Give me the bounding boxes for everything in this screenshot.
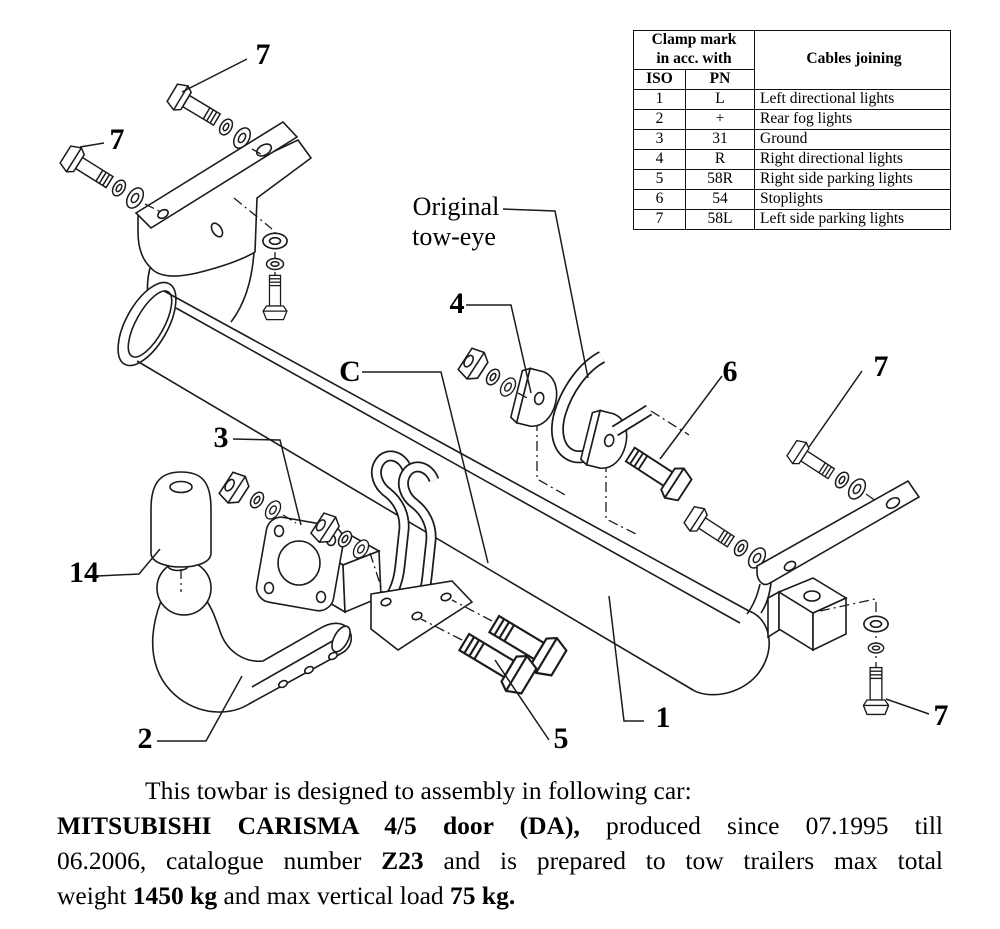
right-bracket-bottom-bolt [819, 598, 890, 716]
description-line-1: This towbar is designed to assembly in f… [57, 773, 943, 808]
part-label-2: 2 [138, 722, 153, 755]
tow-ball-assembly [151, 560, 353, 713]
part-label-7-top-left: 7 [256, 38, 271, 71]
cables-cell: Right directional lights [754, 148, 951, 170]
bolts-5 [420, 599, 571, 700]
cables-cell: Right side parking lights [754, 168, 951, 190]
pn-cell: 54 [685, 188, 755, 210]
part-label-4: 4 [450, 287, 465, 320]
clamp-plates [455, 344, 690, 474]
pn-cell: 31 [685, 128, 755, 150]
iso-cell: 5 [633, 168, 686, 190]
part-label-1: 1 [656, 701, 671, 734]
part-labels: 7 7 7 7 6 4 C 3 14 2 5 1 Original tow-ey… [69, 38, 949, 755]
pn-cell: 58R [685, 168, 755, 190]
clamp-mark-header-line1: Clamp mark [651, 31, 737, 48]
cables-cell: Stoplights [754, 188, 951, 210]
catalogue-number-bold: Z23 [381, 846, 424, 875]
iso-cell: 2 [633, 108, 686, 130]
cables-cell: Left side parking lights [754, 208, 951, 230]
cables-cell: Rear fog lights [754, 108, 951, 130]
tow-eye-annotation-line1: Original [413, 192, 500, 221]
bolt-6 [619, 438, 696, 506]
ball-cover-cap [150, 471, 212, 568]
max-weight-bold: 1450 kg [132, 881, 218, 910]
description-line-2: MITSUBISHI CARISMA 4/5 door (DA), produc… [57, 808, 943, 843]
part-label-C: C [339, 355, 361, 388]
table-row: 7 58L Left side parking lights [633, 208, 951, 230]
part-label-7-left: 7 [110, 123, 125, 156]
table-header-row-1: Clamp mark in acc. with Cables joining [633, 30, 951, 90]
iso-cell: 7 [633, 208, 686, 230]
description-segment: and is prepared to tow trailers max tota… [423, 846, 944, 875]
iso-cell: 3 [633, 128, 686, 150]
iso-cell: 6 [633, 188, 686, 210]
iso-cell: 1 [633, 88, 686, 110]
part-label-14: 14 [69, 556, 99, 589]
description-segment: produced since 07.1995 till [579, 811, 943, 840]
car-model-bold: MITSUBISHI CARISMA 4/5 door (DA), [57, 811, 580, 840]
description-segment: weight [57, 881, 133, 910]
part-label-7-right: 7 [874, 350, 889, 383]
clamp-mark-header-line2: in acc. with [656, 49, 732, 67]
c-bracket [370, 456, 474, 651]
pn-cell: R [685, 148, 755, 170]
part-label-3: 3 [214, 421, 229, 454]
right-bracket-top-bolt [784, 436, 877, 503]
max-load-bold: 75 kg. [450, 881, 516, 910]
part-label-5: 5 [554, 722, 569, 755]
description-segment: This towbar is designed to assembly in f… [145, 776, 692, 805]
pn-cell: 58L [685, 208, 755, 230]
leader-lines [79, 58, 930, 742]
table-row: 2 + Rear fog lights [633, 108, 951, 130]
description-text: This towbar is designed to assembly in f… [57, 773, 943, 913]
left-mounting-bracket [134, 120, 313, 323]
clamp-mark-header: Clamp mark in acc. with [633, 30, 755, 70]
cables-cell: Ground [754, 128, 951, 150]
flange-plate-assembly [216, 468, 385, 614]
pn-header: PN [685, 68, 755, 90]
cables-joining-table: Clamp mark in acc. with Cables joining I… [633, 30, 951, 230]
table-row: 4 R Right directional lights [633, 148, 951, 170]
description-line-3: 06.2006, catalogue number Z23 and is pre… [57, 843, 943, 878]
description-line-4: weight 1450 kg and max vertical load 75 … [57, 878, 943, 913]
description-segment: and max vertical load [217, 881, 451, 910]
table-row: 5 58R Right side parking lights [633, 168, 951, 190]
iso-cell: 4 [633, 148, 686, 170]
left-bracket-bolts [57, 80, 288, 321]
cables-cell: Left directional lights [754, 88, 951, 110]
clamp-axis-left [536, 401, 568, 497]
cross-beam [117, 281, 770, 696]
right-mounting-bracket [746, 479, 921, 652]
pn-cell: + [685, 108, 755, 130]
part-label-7-bottom: 7 [934, 699, 949, 732]
part-label-6: 6 [723, 355, 738, 388]
table-row: 1 L Left directional lights [633, 88, 951, 110]
iso-header: ISO [633, 68, 686, 90]
table-row: 3 31 Ground [633, 128, 951, 150]
description-segment: 06.2006, catalogue number [57, 846, 382, 875]
tow-eye-annotation-line2: tow-eye [412, 222, 496, 251]
pn-cell: L [685, 88, 755, 110]
cables-joining-header: Cables joining [754, 30, 951, 90]
table-row: 6 54 Stoplights [633, 188, 951, 210]
